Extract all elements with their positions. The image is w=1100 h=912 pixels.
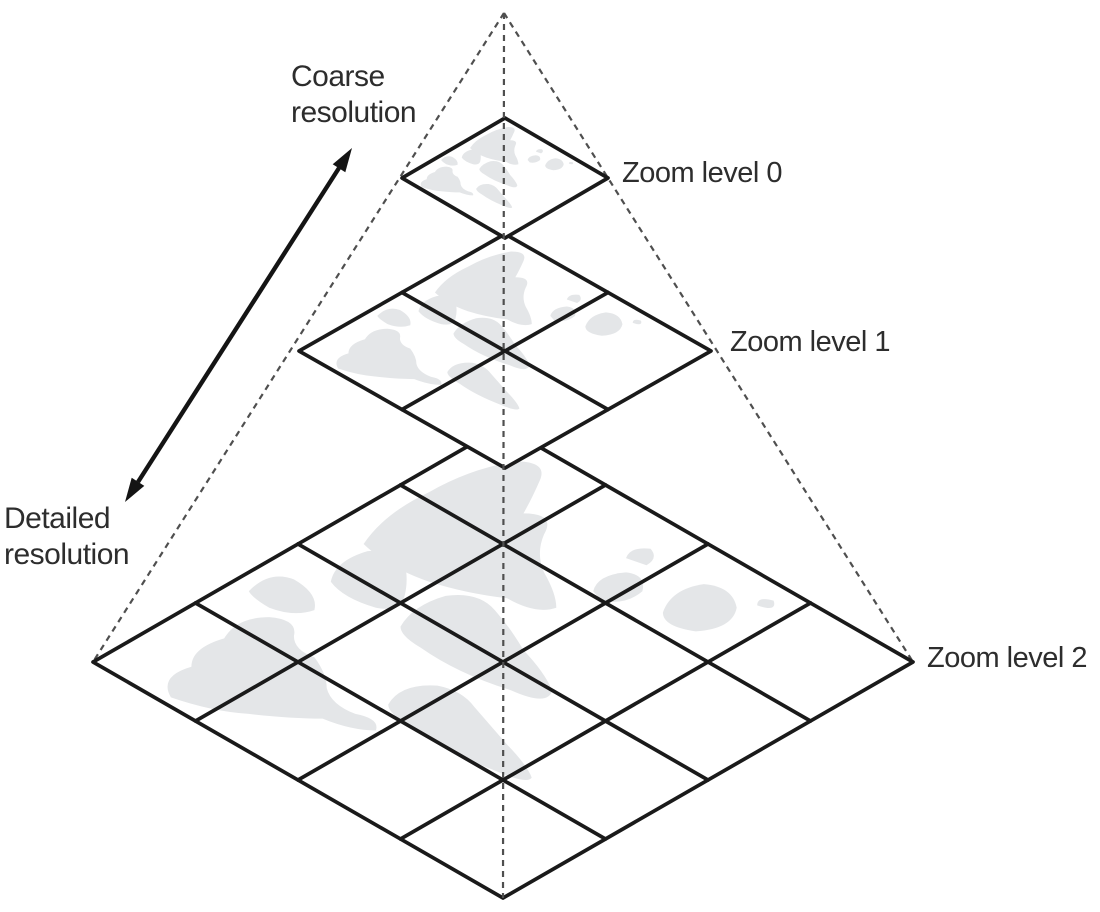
center-axis-dashed-line	[501, 12, 506, 899]
detailed-resolution-label: Detailed resolution	[4, 502, 130, 571]
zoom-level-2-label: Zoom level 2	[927, 642, 1088, 674]
zoom-level-1-label: Zoom level 1	[730, 326, 891, 358]
zoom-level-0-label: Zoom level 0	[622, 157, 783, 189]
arrowhead-down-icon	[125, 477, 145, 502]
pyramid-dashed-edges	[92, 12, 914, 663]
arrowhead-up-icon	[332, 148, 352, 173]
dashed-edge-left	[92, 12, 505, 663]
zoom-level-1-tile-grid	[297, 232, 713, 470]
zoom-level-0-tile	[400, 116, 610, 240]
coarse-resolution-label: Coarse resolution	[291, 60, 417, 129]
resolution-arrow-icon	[125, 148, 352, 502]
dashed-edge-right	[503, 12, 914, 663]
